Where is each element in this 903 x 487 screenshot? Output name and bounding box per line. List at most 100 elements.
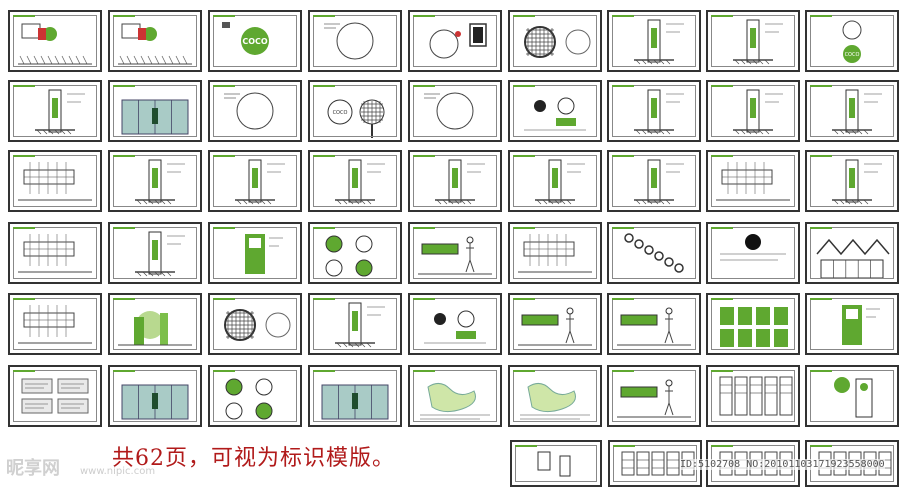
thumbnail-page-32[interactable] (408, 222, 502, 284)
thumbnail-frame (711, 227, 795, 279)
thumbnail-page-25[interactable] (607, 150, 701, 212)
thumbnail-frame (313, 370, 397, 422)
thumbnail-frame (515, 445, 597, 482)
thumbnail-title-strip (810, 15, 832, 17)
thumbnail-page-31[interactable] (308, 222, 402, 284)
thumbnail-page-48[interactable] (208, 365, 302, 427)
thumbnail-frame (13, 15, 97, 67)
thumbnail-page-14[interactable] (408, 80, 502, 142)
thumbnail-title-strip (612, 370, 634, 372)
thumbnail-page-19[interactable] (8, 150, 102, 212)
thumbnail-page-17[interactable] (706, 80, 800, 142)
thumbnail-page-49[interactable] (308, 365, 402, 427)
thumbnail-frame (113, 85, 197, 137)
thumbnail-page-1[interactable] (8, 10, 102, 72)
thumbnail-page-38[interactable] (108, 293, 202, 355)
thumbnail-page-53[interactable] (706, 365, 800, 427)
thumbnail-page-22[interactable] (308, 150, 402, 212)
thumbnail-page-27[interactable] (805, 150, 899, 212)
thumbnail-frame (810, 298, 894, 350)
svg-text:COCO: COCO (242, 37, 268, 46)
thumbnail-page-10[interactable] (8, 80, 102, 142)
thumbnail-page-51[interactable] (508, 365, 602, 427)
svg-text:COCO: COCO (845, 52, 860, 58)
thumbnail-page-41[interactable] (408, 293, 502, 355)
thumbnail-page-43[interactable] (607, 293, 701, 355)
thumbnail-title-strip (13, 15, 35, 17)
thumbnail-page-16[interactable] (607, 80, 701, 142)
thumbnail-frame (612, 370, 696, 422)
thumbnail-page-26[interactable] (706, 150, 800, 212)
thumbnail-page-24[interactable] (508, 150, 602, 212)
thumbnail-page-13[interactable]: COCO (308, 80, 402, 142)
thumbnail-page-55[interactable] (510, 440, 602, 487)
thumbnail-page-34[interactable] (607, 222, 701, 284)
thumbnail-frame (113, 370, 197, 422)
thumbnail-title-strip (313, 155, 335, 157)
thumbnail-page-15[interactable] (508, 80, 602, 142)
thumbnail-title-strip (711, 227, 733, 229)
thumbnail-page-23[interactable] (408, 150, 502, 212)
thumbnail-frame (113, 15, 197, 67)
thumbnail-title-strip (213, 85, 235, 87)
thumbnail-page-39[interactable] (208, 293, 302, 355)
thumbnail-page-52[interactable] (607, 365, 701, 427)
thumbnail-page-2[interactable] (108, 10, 202, 72)
thumbnail-title-strip (113, 227, 135, 229)
thumbnail-page-5[interactable] (408, 10, 502, 72)
thumbnail-page-21[interactable] (208, 150, 302, 212)
thumbnail-page-33[interactable] (508, 222, 602, 284)
thumbnail-title-strip (113, 298, 135, 300)
thumbnail-frame (612, 227, 696, 279)
thumbnail-frame (612, 298, 696, 350)
thumbnail-page-54[interactable] (805, 365, 899, 427)
thumbnail-frame (711, 15, 795, 67)
thumbnail-page-3[interactable]: COCO (208, 10, 302, 72)
watermark-logo: 昵享网 (6, 458, 60, 479)
thumbnail-frame (711, 85, 795, 137)
thumbnail-page-18[interactable] (805, 80, 899, 142)
thumbnail-page-28[interactable] (8, 222, 102, 284)
thumbnail-frame (213, 227, 297, 279)
thumbnail-frame (413, 298, 497, 350)
thumbnail-page-45[interactable] (805, 293, 899, 355)
thumbnail-title-strip (711, 370, 733, 372)
thumbnail-page-29[interactable] (108, 222, 202, 284)
thumbnail-frame (513, 298, 597, 350)
thumbnail-page-46[interactable] (8, 365, 102, 427)
thumbnail-page-8[interactable] (706, 10, 800, 72)
thumbnail-page-44[interactable] (706, 293, 800, 355)
thumbnail-title-strip (612, 155, 634, 157)
thumbnail-page-36[interactable] (805, 222, 899, 284)
thumbnail-page-9[interactable]: COCO (805, 10, 899, 72)
thumbnail-title-strip (711, 85, 733, 87)
thumbnail-page-40[interactable] (308, 293, 402, 355)
thumbnail-frame (313, 155, 397, 207)
thumbnail-page-4[interactable] (308, 10, 402, 72)
thumbnail-frame (810, 85, 894, 137)
thumbnail-page-42[interactable] (508, 293, 602, 355)
thumbnail-page-50[interactable] (408, 365, 502, 427)
thumbnail-title-strip (113, 370, 135, 372)
thumbnail-page-20[interactable] (108, 150, 202, 212)
thumbnail-title-strip (612, 298, 634, 300)
thumbnail-frame (612, 15, 696, 67)
thumbnail-title-strip (413, 15, 435, 17)
thumbnail-title-strip (513, 155, 535, 157)
thumbnail-page-30[interactable] (208, 222, 302, 284)
thumbnail-page-37[interactable] (8, 293, 102, 355)
thumbnail-title-strip (213, 15, 235, 17)
thumbnail-title-strip (13, 85, 35, 87)
thumbnail-title-strip (810, 227, 832, 229)
thumbnail-title-strip (113, 85, 135, 87)
thumbnail-page-11[interactable] (108, 80, 202, 142)
thumbnail-title-strip (613, 445, 635, 447)
thumbnail-frame (13, 155, 97, 207)
thumbnail-page-47[interactable] (108, 365, 202, 427)
thumbnail-page-12[interactable] (208, 80, 302, 142)
thumbnail-page-7[interactable] (607, 10, 701, 72)
thumbnail-title-strip (612, 85, 634, 87)
thumbnail-page-6[interactable] (508, 10, 602, 72)
thumbnail-page-35[interactable] (706, 222, 800, 284)
thumbnail-frame (213, 15, 297, 67)
